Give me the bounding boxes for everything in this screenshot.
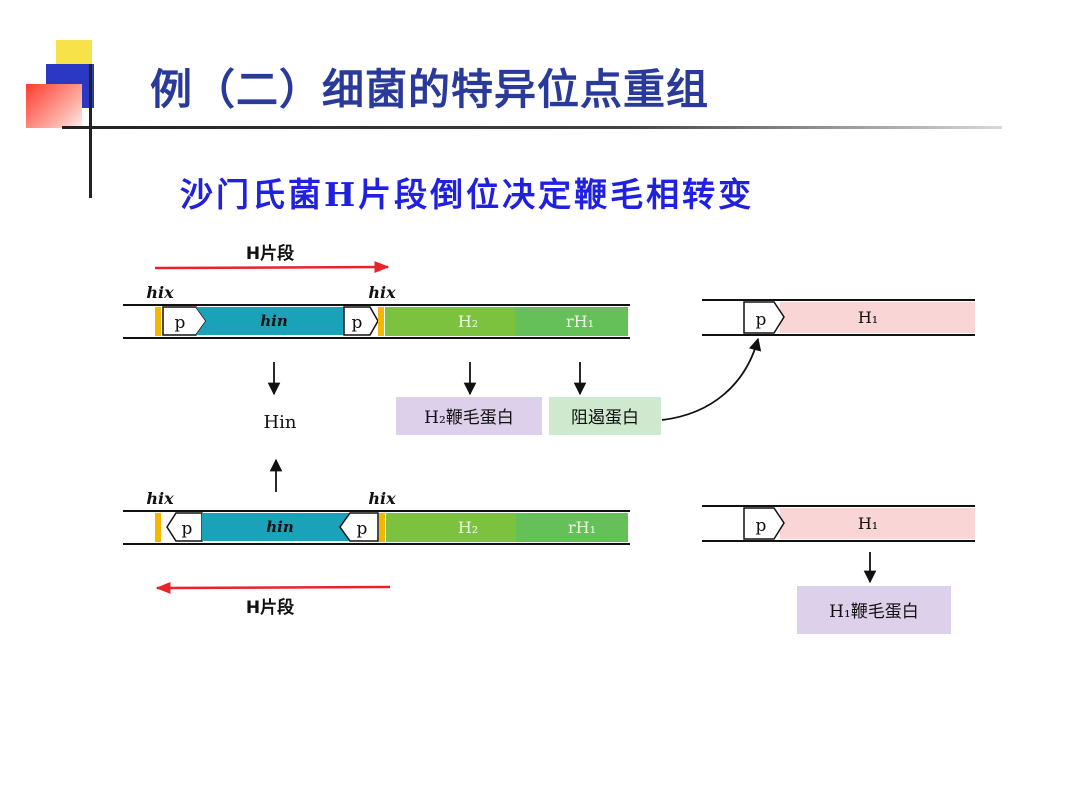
bottom-hix-right-label: hix xyxy=(368,489,396,508)
bottom-hix-left-label: hix xyxy=(146,489,174,508)
h1-protein-box xyxy=(797,586,951,634)
top-hix-right-label: hix xyxy=(368,283,396,302)
bottom-rh1-segment xyxy=(516,513,628,542)
deco-vertical-rule xyxy=(89,64,92,198)
top-hin-segment xyxy=(196,307,344,335)
page-subtitle: 沙门氏菌H片段倒位决定鞭毛相转变 xyxy=(180,175,755,214)
deco-red-square xyxy=(26,84,82,128)
top-h2-segment xyxy=(385,307,515,336)
bottom-promoter-label: p xyxy=(182,519,193,539)
top-hix-right-marker xyxy=(378,307,384,336)
top-h1-label: H₁ xyxy=(858,308,878,327)
bottom-hin-label: hin xyxy=(266,518,294,536)
title-underline xyxy=(62,126,1002,129)
top-fragment-label: H片段 xyxy=(246,243,294,264)
bottom-h1-promoter-label: p xyxy=(756,516,767,536)
bottom-h1-promoter-box xyxy=(743,507,785,540)
top-rh1-label: rH₁ xyxy=(566,312,594,331)
h1-protein-label: H₁鞭毛蛋白 xyxy=(829,602,919,622)
top-state: H片段 hix hix p hin p H₂ rH₁ Hin H₂鞭毛蛋白 阻遏… xyxy=(123,243,975,435)
bottom-fragment-arrow xyxy=(155,581,391,594)
top-hix-left-label: hix xyxy=(146,283,174,302)
top-h1-promoter-label: p xyxy=(756,310,767,330)
top-promoter-label: p xyxy=(175,313,186,333)
top-hin-label: hin xyxy=(260,312,288,330)
top-h1-segment xyxy=(780,302,975,333)
repressor-to-h1-arrow xyxy=(661,337,762,421)
top-fragment-arrow xyxy=(154,261,390,274)
bottom-h1-segment xyxy=(780,508,975,539)
top-promoter-2-box xyxy=(343,306,379,336)
h2-protein-box xyxy=(396,397,542,435)
bottom-h2-label: H₂ xyxy=(458,518,478,537)
repressor-label: 阻遏蛋白 xyxy=(571,408,639,428)
top-h2-label: H₂ xyxy=(458,312,478,331)
repressor-box xyxy=(549,397,661,435)
page-title: 例（二）细菌的特异位点重组 xyxy=(150,65,710,114)
h2-protein-label: H₂鞭毛蛋白 xyxy=(424,408,514,428)
top-hix-left-marker xyxy=(155,307,161,336)
bottom-promoter-box xyxy=(166,512,203,542)
top-rh1-segment xyxy=(515,307,628,336)
top-promoter-2-label: p xyxy=(352,313,363,333)
bottom-state: hix hix p hin p H₂ rH₁ H片段 p H₁ H₁鞭毛蛋白 xyxy=(123,489,975,634)
bottom-rh1-label: rH₁ xyxy=(568,518,596,537)
top-h1-promoter-box xyxy=(743,301,785,334)
bottom-fragment-label: H片段 xyxy=(246,597,294,618)
hin-protein-label: Hin xyxy=(263,412,296,433)
bottom-promoter-2-box xyxy=(339,512,379,542)
bottom-hin-segment xyxy=(202,513,350,541)
bottom-h2-segment xyxy=(386,513,516,542)
bottom-hix-left-marker xyxy=(155,513,161,542)
bottom-hix-right-marker xyxy=(379,513,385,542)
bottom-h1-label: H₁ xyxy=(858,514,878,533)
bottom-promoter-2-label: p xyxy=(357,519,368,539)
